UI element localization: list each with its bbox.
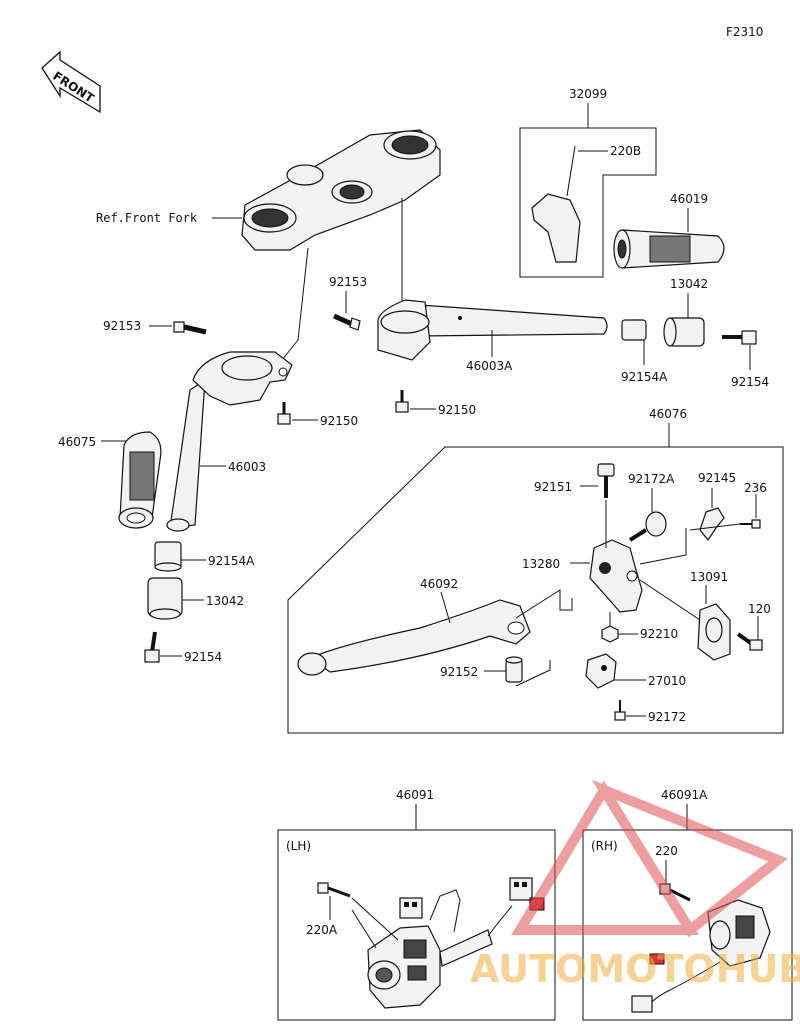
callout-236: 236 xyxy=(744,481,767,495)
callout-92154-left: 92154 xyxy=(184,650,222,664)
front-arrow-icon: FRONT xyxy=(41,50,101,114)
connector-rh-2 xyxy=(649,953,665,965)
callout-120: 120 xyxy=(748,602,771,616)
callout-13042-top: 13042 xyxy=(670,277,708,291)
watermark-text: AUTOMOTOHUB xyxy=(470,947,800,991)
callout-46091A: 46091A xyxy=(661,788,708,802)
box-32099 xyxy=(519,127,657,278)
watermark-logo: AUTOMOTOHUB xyxy=(470,779,800,991)
callout-92154A-right: 92154A xyxy=(621,370,668,384)
callout-46003A: 46003A xyxy=(466,359,513,373)
switch-housing-lh xyxy=(367,925,493,1009)
callout-92152: 92152 xyxy=(440,665,478,679)
callout-13091: 13091 xyxy=(690,570,728,584)
grip-right-46019 xyxy=(613,229,725,269)
callout-92154-right: 92154 xyxy=(731,375,769,389)
connector-rh-1 xyxy=(631,995,653,1013)
lever-46092 xyxy=(297,599,531,676)
bolt-92150-left xyxy=(277,402,291,425)
callout-46003: 46003 xyxy=(228,460,266,474)
box-46076 xyxy=(287,446,784,734)
callout-92153-left: 92153 xyxy=(103,319,141,333)
holder-13280 xyxy=(589,539,643,613)
callout-92154A-left: 92154A xyxy=(208,554,255,568)
bolt-92150-mid xyxy=(395,390,409,413)
connector-lh-2 xyxy=(509,877,533,901)
clamp-13091 xyxy=(697,603,731,661)
bolt-92154-top xyxy=(722,330,757,345)
label-lh: (LH) xyxy=(286,839,311,853)
callout-92153-top: 92153 xyxy=(329,275,367,289)
bolt-92154-left xyxy=(144,631,160,663)
bolt-92153-top xyxy=(332,313,361,331)
collar-92152 xyxy=(505,656,523,683)
callout-13042-left: 13042 xyxy=(206,594,244,608)
label-rh: (RH) xyxy=(591,839,618,853)
callout-92150-left: 92150 xyxy=(320,414,358,428)
callout-220: 220 xyxy=(655,844,678,858)
clamp-piece-32099 xyxy=(531,193,581,263)
callout-46075: 46075 xyxy=(58,435,96,449)
callout-92210: 92210 xyxy=(640,627,678,641)
handlebar-46003A xyxy=(377,299,608,361)
callout-27010: 27010 xyxy=(648,674,686,688)
collar-92154A-left xyxy=(154,541,182,572)
weight-13042-left xyxy=(147,577,183,620)
handlebar-46003 xyxy=(166,351,293,532)
callout-46092: 46092 xyxy=(420,577,458,591)
callout-46019: 46019 xyxy=(670,192,708,206)
upper-triple-clamp xyxy=(241,129,441,251)
bolt-92151 xyxy=(597,463,615,498)
collar-92154A-top xyxy=(621,319,647,341)
callout-46076: 46076 xyxy=(649,407,687,421)
switch-27010 xyxy=(585,653,617,689)
grip-left-46075 xyxy=(118,431,162,529)
callout-92150-mid: 92150 xyxy=(438,403,476,417)
connector-lh-1 xyxy=(399,897,423,919)
screw-92172 xyxy=(614,700,626,721)
callout-92145: 92145 xyxy=(698,471,736,485)
callout-92172A: 92172A xyxy=(628,472,675,486)
ref-front-fork: Ref.Front Fork xyxy=(96,211,198,225)
callout-46091: 46091 xyxy=(396,788,434,802)
screw-220A xyxy=(317,882,351,898)
adjuster-92172A xyxy=(628,511,667,542)
screw-236 xyxy=(740,519,761,529)
switch-housing-rh xyxy=(707,899,771,967)
spring-92145 xyxy=(699,507,725,542)
callout-92172: 92172 xyxy=(648,710,686,724)
figure-code: F2310 xyxy=(726,25,763,39)
bolt-120 xyxy=(736,632,763,651)
callout-92151: 92151 xyxy=(534,480,572,494)
callout-220B: 220B xyxy=(610,144,641,158)
nut-92210 xyxy=(601,625,619,643)
callout-220A: 220A xyxy=(306,923,338,937)
callout-13280: 13280 xyxy=(522,557,560,571)
bolt-92153-left xyxy=(173,321,207,335)
callout-32099: 32099 xyxy=(569,87,607,101)
